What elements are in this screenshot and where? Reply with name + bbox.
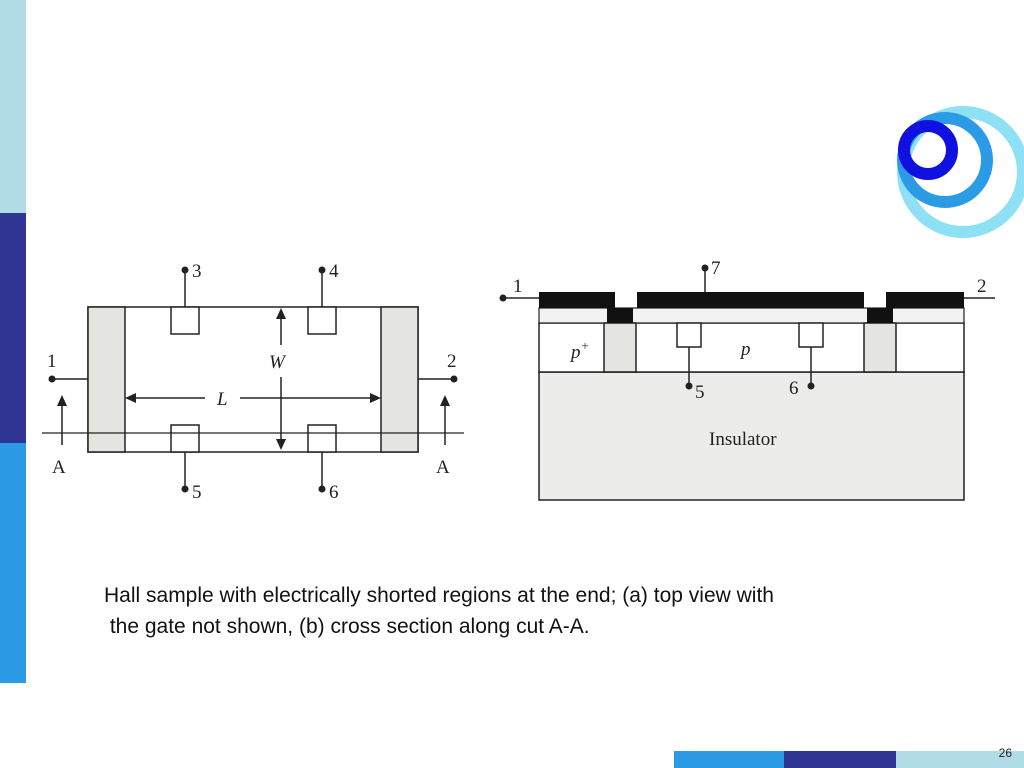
region-label-p-plus: p+ xyxy=(569,338,589,363)
terminal-label-2: 2 xyxy=(447,351,457,372)
insulator-label: Insulator xyxy=(709,429,777,450)
metal-contact-2 xyxy=(886,292,964,308)
cut-label-left: A xyxy=(52,457,66,478)
p-plus-region-left xyxy=(603,322,637,373)
terminal-label-3: 3 xyxy=(192,261,202,282)
hall-sample-top-view: 3 4 5 6 1 2 A A W L xyxy=(42,261,464,503)
figure-caption: Hall sample with electrically shorted re… xyxy=(104,580,944,642)
metal-contact-1 xyxy=(539,292,615,308)
contact-6-pad xyxy=(307,424,337,453)
metal-gate-7 xyxy=(637,292,864,308)
footer-band-dark xyxy=(784,751,896,768)
contact-4-pad xyxy=(307,306,337,335)
terminal-label-5: 5 xyxy=(192,482,202,503)
probe-contact-5 xyxy=(676,322,702,348)
p-plus-region-right xyxy=(863,322,897,373)
cs-terminal-label-5: 5 xyxy=(695,382,705,403)
concentric-rings-logo xyxy=(897,106,1024,238)
sample-body xyxy=(87,306,419,453)
terminal-label-4: 4 xyxy=(329,261,339,282)
contact-3-pad xyxy=(170,306,200,335)
dimension-l-label: L xyxy=(216,389,228,410)
cs-terminal-label-2: 2 xyxy=(977,276,987,297)
semiconductor-layer xyxy=(538,322,965,373)
shorted-region-right xyxy=(380,306,419,453)
logo-inner-ring xyxy=(898,120,958,180)
caption-line-2: the gate not shown, (b) cross section al… xyxy=(104,615,590,638)
terminal-label-6: 6 xyxy=(329,482,339,503)
page-number: 26 xyxy=(998,746,1012,760)
probe-contact-6 xyxy=(798,322,824,348)
terminal-label-1: 1 xyxy=(47,351,57,372)
cs-terminal-label-1: 1 xyxy=(513,276,523,297)
hall-sample-cross-section: 1 2 7 5 6 p+ p Insulator xyxy=(499,258,995,501)
footer-band-blue xyxy=(674,751,784,768)
shorted-region-left xyxy=(87,306,126,453)
contact-5-pad xyxy=(170,424,200,453)
cs-terminal-label-6: 6 xyxy=(789,378,799,399)
contact-plug-left xyxy=(607,308,633,323)
gate-oxide xyxy=(538,307,965,324)
caption-line-1: Hall sample with electrically shorted re… xyxy=(104,584,774,607)
cs-terminal-label-7: 7 xyxy=(711,258,721,279)
sidebar-band-blue xyxy=(0,443,26,683)
sidebar-band-dark xyxy=(0,213,26,443)
region-label-p: p xyxy=(739,339,751,360)
insulator-substrate xyxy=(538,371,965,501)
sidebar-band-light xyxy=(0,0,26,213)
cut-label-right: A xyxy=(436,457,450,478)
contact-plug-right xyxy=(867,308,893,323)
dimension-w-label: W xyxy=(269,352,287,373)
footer-band-light xyxy=(896,751,1024,768)
